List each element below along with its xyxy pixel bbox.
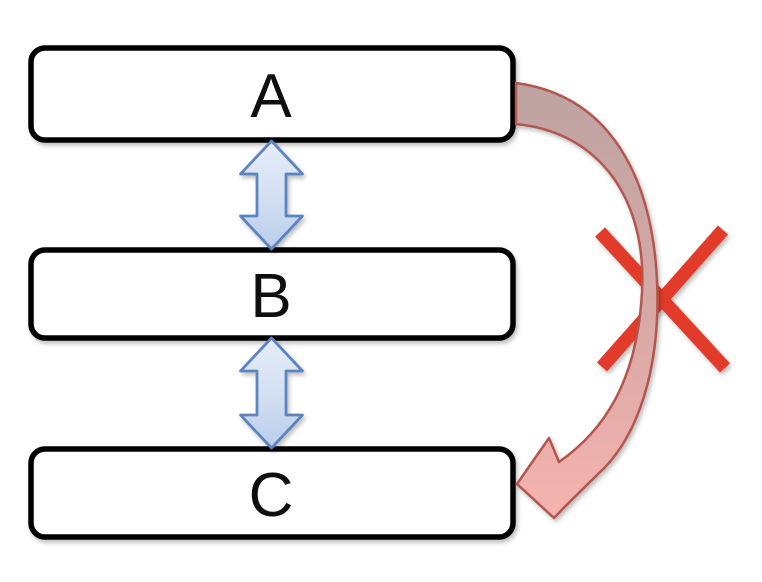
node-c-label: C bbox=[249, 461, 294, 530]
node-c: C bbox=[28, 446, 516, 540]
ab-double-arrow-icon bbox=[239, 139, 304, 251]
node-a: A bbox=[28, 45, 516, 143]
red-x-icon bbox=[595, 225, 730, 373]
node-a-label: A bbox=[250, 62, 292, 131]
node-b: B bbox=[28, 247, 516, 341]
node-b-label: B bbox=[250, 262, 291, 331]
ac-curved-arrow-icon bbox=[514, 81, 659, 520]
bc-double-arrow-icon bbox=[239, 336, 304, 450]
